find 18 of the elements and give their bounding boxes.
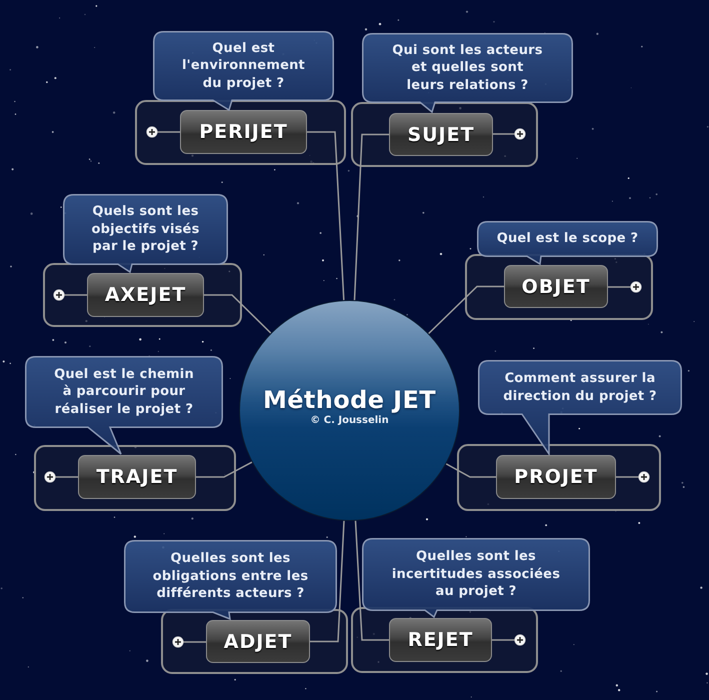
topic-label: ADJET <box>224 630 292 652</box>
topic-label: OBJET <box>522 276 590 298</box>
topic-label: AXEJET <box>104 284 186 306</box>
copyright-text: © C. Jousselin <box>310 414 389 427</box>
question-text: Quelles sont les incertitudes associées au projet ? <box>390 548 562 601</box>
question-text: Quelles sont les obligations entre les différents acteurs ? <box>152 550 310 603</box>
topic-label: PERIJET <box>199 121 288 143</box>
topic-label: SUJET <box>407 124 475 146</box>
question-text: Quel est l'environnement du projet ? <box>181 40 306 92</box>
question-text: Quel est le chemin à parcourir pour réaliser le projet ? <box>53 366 195 418</box>
question-text: Quel est le scope ? <box>496 230 638 248</box>
topic-label: PROJET <box>514 466 598 488</box>
question-text: Qui sont les acteurs et quelles sont leurs relations ? <box>392 42 543 94</box>
title-text: Méthode JET <box>262 386 436 414</box>
topic-label: REJET <box>408 629 474 651</box>
topic-label: TRAJET <box>96 466 178 488</box>
question-text: Quels sont les objectifs visés par le projet ? <box>90 203 201 256</box>
question-text: Comment assurer la direction du projet ? <box>502 370 658 405</box>
